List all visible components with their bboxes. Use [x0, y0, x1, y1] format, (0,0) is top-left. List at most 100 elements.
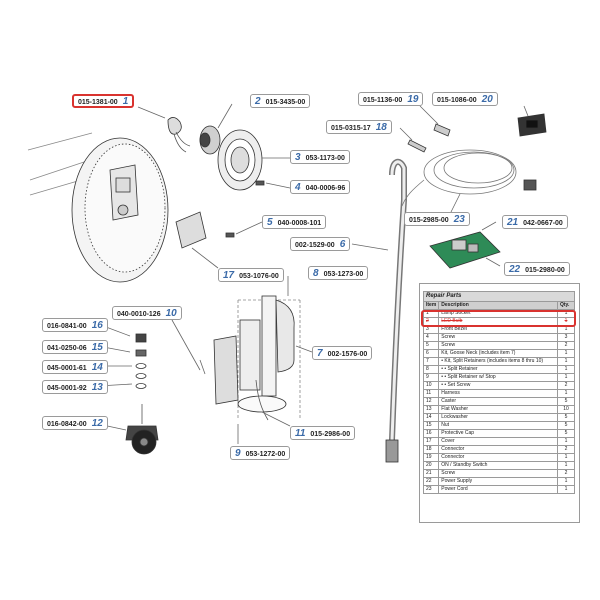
cell-item: 21 [422, 469, 440, 478]
cell-item: 22 [422, 477, 440, 486]
cell-item: 7 [422, 357, 440, 366]
cell-description: Caster [438, 397, 558, 406]
cell-description: Power Supply [438, 477, 558, 486]
switch-part [517, 105, 547, 137]
header-item: Item [422, 301, 440, 310]
cell-description: • • Set Screw [438, 381, 558, 390]
cell-qty: 1 [557, 373, 575, 382]
cell-description: Flat Washer [438, 405, 558, 414]
cell-qty: 2 [557, 381, 575, 390]
screw-part-5 [225, 221, 263, 238]
cell-description: Harness [438, 389, 558, 398]
power-supply-part [429, 221, 501, 269]
cell-qty: 5 [557, 397, 575, 406]
cell-qty: 1 [557, 389, 575, 398]
cell-description: Lockwasher [438, 413, 558, 422]
cell-item: 18 [422, 445, 440, 454]
cell-item: 20 [422, 461, 440, 470]
cell-qty: 2 [557, 469, 575, 478]
cell-item: 19 [422, 453, 440, 462]
header-qty: Qty. [557, 301, 575, 310]
cell-item: 15 [422, 421, 440, 430]
split-retainer-assembly [171, 276, 313, 444]
cell-item: 8 [422, 365, 440, 374]
lamp-housing-disc [27, 132, 169, 283]
gooseneck-part [351, 158, 407, 463]
led-bulb-part [199, 103, 233, 155]
cell-description: Protective Cap [438, 429, 558, 438]
cell-item: 23 [422, 485, 440, 494]
cell-qty: 3 [557, 333, 575, 342]
cell-item: 13 [422, 405, 440, 414]
cell-qty: 1 [557, 477, 575, 486]
cell-description: Screw [438, 469, 558, 478]
cell-description: Cover [438, 437, 558, 446]
cell-item: 11 [422, 389, 440, 398]
lamp-socket-part [137, 106, 191, 153]
repair-parts-frame [419, 283, 580, 523]
cell-description: Connector [438, 453, 558, 462]
cell-description: • • Split Retainer w/ Stop [438, 373, 558, 382]
cell-item: 17 [422, 437, 440, 446]
cell-qty: 1 [557, 357, 575, 366]
cell-item: 10 [422, 381, 440, 390]
cell-item: 4 [422, 333, 440, 342]
cell-description: Kit, Goose Neck (includes item 7) [438, 349, 558, 358]
cell-description: • • Split Retainer [438, 365, 558, 374]
cell-item: 16 [422, 429, 440, 438]
cell-qty: 1 [557, 437, 575, 446]
cell-description: Screw [438, 341, 558, 350]
cell-qty: 5 [557, 421, 575, 430]
connector-parts [399, 105, 451, 153]
cell-item: 5 [422, 341, 440, 350]
cell-qty: 2 [557, 445, 575, 454]
cell-qty: 1 [557, 453, 575, 462]
cell-item: 9 [422, 373, 440, 382]
table-row: 7• Kit, Split Retainers (includes items … [422, 357, 575, 366]
power-cord-part [401, 149, 537, 215]
screw-part-4 [255, 180, 291, 189]
cell-item: 12 [422, 397, 440, 406]
cover-part [175, 211, 219, 269]
cell-description: • Kit, Split Retainers (includes items 8… [438, 357, 558, 366]
cell-qty: 1 [557, 461, 575, 470]
cell-item: 14 [422, 413, 440, 422]
cell-item: 6 [422, 349, 440, 358]
cell-description: ON / Standby Switch [438, 461, 558, 470]
header-description: Description [438, 301, 558, 310]
cell-description: Screw [438, 333, 558, 342]
cell-qty: 2 [557, 341, 575, 350]
